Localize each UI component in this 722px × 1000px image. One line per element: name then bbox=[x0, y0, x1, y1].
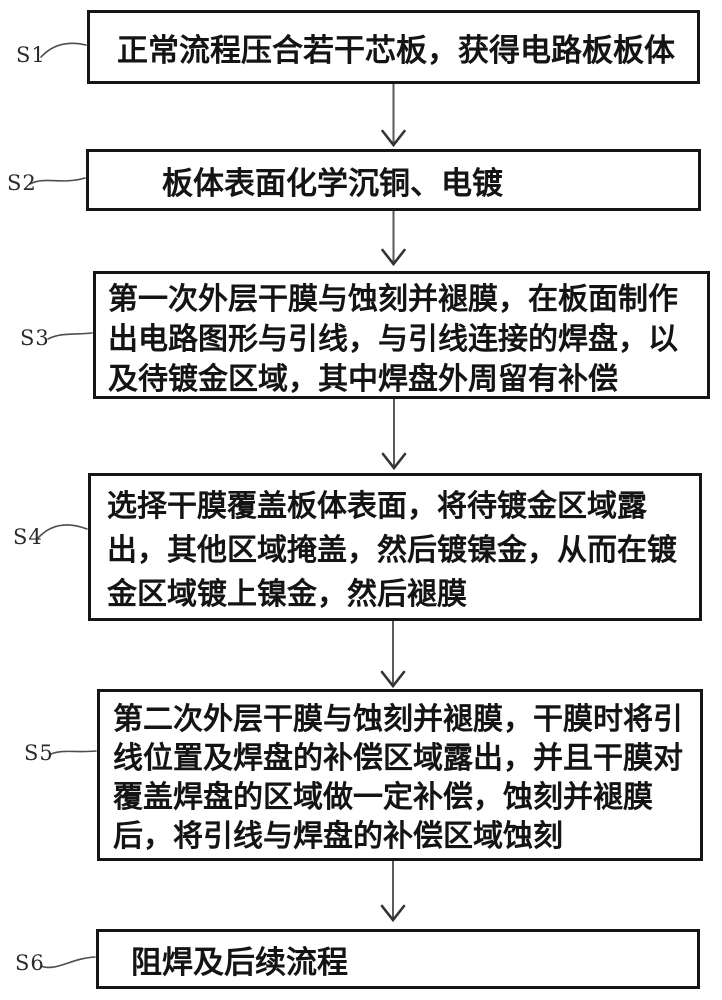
leader-line-s1 bbox=[40, 42, 87, 58]
step-label-s3: S3 bbox=[20, 326, 50, 350]
flow-step-text: 阻焊及后续流程 bbox=[131, 944, 348, 981]
flow-step-text: 板体表面化学沉铜、电镀 bbox=[162, 165, 503, 202]
flow-step-box-s2: 板体表面化学沉铜、电镀 bbox=[86, 149, 701, 211]
step-label-s6: S6 bbox=[15, 951, 45, 975]
step-label-s2: S2 bbox=[7, 171, 37, 195]
flow-step-text: 正常流程压合若干芯板，获得电路板板体 bbox=[117, 32, 675, 69]
flow-step-box-s4: 选择干膜覆盖板体表面，将待镀金区域露 出，其他区域掩盖，然后镀镍金，从而在镀 金… bbox=[88, 473, 702, 621]
flow-step-box-s1: 正常流程压合若干芯板，获得电路板板体 bbox=[87, 10, 700, 84]
leader-line-s3 bbox=[47, 332, 93, 340]
down-arrow-1 bbox=[381, 84, 406, 148]
flow-step-text: 线位置及焊盘的补偿区域露出，并且干膜对 bbox=[113, 741, 683, 776]
flow-step-box-s6: 阻焊及后续流程 bbox=[96, 929, 700, 989]
flow-step-box-s5: 第二次外层干膜与蚀刻并褪膜，干膜时将引 线位置及焊盘的补偿区域露出，并且干膜对 … bbox=[97, 689, 703, 861]
flow-step-text: 选择干膜覆盖板体表面，将待镀金区域露 bbox=[107, 489, 647, 524]
down-arrow-2 bbox=[381, 211, 406, 267]
flow-step-text: 第一次外层干膜与蚀刻并褪膜，在板面制作 bbox=[108, 282, 678, 317]
step-label-s5: S5 bbox=[24, 741, 54, 765]
leader-line-s6 bbox=[40, 956, 96, 969]
down-arrow-3 bbox=[381, 399, 407, 471]
leader-line-s4 bbox=[37, 524, 88, 539]
flow-step-box-s3: 第一次外层干膜与蚀刻并褪膜，在板面制作 出电路图形与引线，与引线连接的焊盘，以 … bbox=[93, 271, 710, 399]
leader-line-s5 bbox=[50, 750, 97, 755]
flow-step-text: 出，其他区域掩盖，然后镀镍金，从而在镀 bbox=[107, 533, 677, 568]
down-arrow-4 bbox=[380, 621, 406, 689]
flow-step-text: 第二次外层干膜与蚀刻并褪膜，干膜时将引 bbox=[113, 702, 683, 737]
leader-line-s2 bbox=[29, 177, 86, 185]
step-label-s1: S1 bbox=[16, 43, 46, 67]
flow-step-text: 后，将引线与焊盘的补偿区域蚀刻 bbox=[113, 819, 563, 854]
down-arrow-5 bbox=[380, 861, 406, 923]
flow-step-text: 出电路图形与引线，与引线连接的焊盘，以 bbox=[108, 322, 678, 357]
flow-step-text: 及待镀金区域，其中焊盘外周留有补偿 bbox=[108, 362, 618, 397]
flow-step-text: 覆盖焊盘的区域做一定补偿，蚀刻并褪膜 bbox=[113, 780, 653, 815]
step-label-s4: S4 bbox=[13, 525, 43, 549]
flow-step-text: 金区域镀上镍金，然后褪膜 bbox=[107, 577, 467, 612]
